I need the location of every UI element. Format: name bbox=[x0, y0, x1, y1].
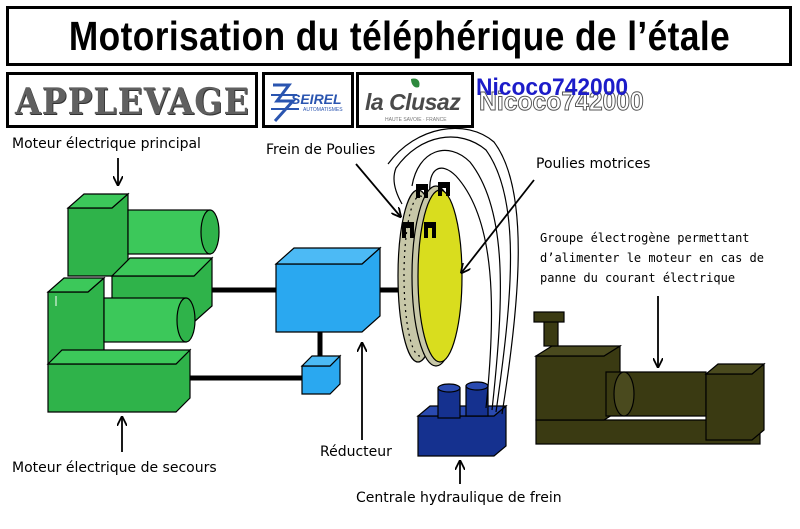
reducer bbox=[274, 246, 382, 395]
la-clusaz-logo: la Clusaz HAUTE SAVOIE · FRANCE bbox=[356, 72, 474, 128]
label-drive-pulleys: Poulies motrices bbox=[536, 156, 651, 172]
seirel-logo: SEIREL AUTOMATISMES bbox=[262, 72, 354, 128]
label-hydraulic-unit: Centrale hydraulique de frein bbox=[356, 490, 562, 506]
seirel-mark-icon bbox=[271, 83, 299, 123]
title-banner: Motorisation du téléphérique de l’étale bbox=[6, 6, 792, 66]
seirel-logo-subtext: AUTOMATISMES bbox=[303, 107, 343, 113]
applevage-logo: APPLEVAGE bbox=[6, 72, 258, 128]
callout-arrows bbox=[118, 158, 658, 484]
page-title: Motorisation du téléphérique de l’étale bbox=[68, 12, 730, 59]
drive-pulleys bbox=[397, 185, 463, 367]
label-pulley-brake: Frein de Poulies bbox=[266, 142, 376, 158]
label-main-motor: Moteur électrique principal bbox=[12, 136, 201, 152]
la-clusaz-logo-subtext: HAUTE SAVOIE · FRANCE bbox=[385, 117, 447, 123]
label-generator: Groupe électrogène permettant d’alimente… bbox=[540, 231, 764, 285]
backup-motor bbox=[46, 276, 196, 413]
la-clusaz-logo-text: la Clusaz bbox=[365, 89, 461, 115]
hydraulic-lines bbox=[387, 127, 519, 415]
generator-set bbox=[533, 311, 766, 445]
leaf-icon bbox=[411, 78, 420, 88]
seirel-logo-text: SEIREL bbox=[291, 91, 342, 107]
applevage-logo-text: APPLEVAGE bbox=[15, 81, 250, 123]
hydraulic-unit bbox=[416, 381, 508, 457]
author-watermark: Nicoco742000 bbox=[479, 86, 645, 117]
label-reducer: Réducteur bbox=[320, 444, 392, 460]
pulley-brakes bbox=[402, 182, 450, 238]
author-name: Nicoco742000 bbox=[476, 74, 629, 101]
label-backup-motor: Moteur électrique de secours bbox=[12, 460, 217, 476]
